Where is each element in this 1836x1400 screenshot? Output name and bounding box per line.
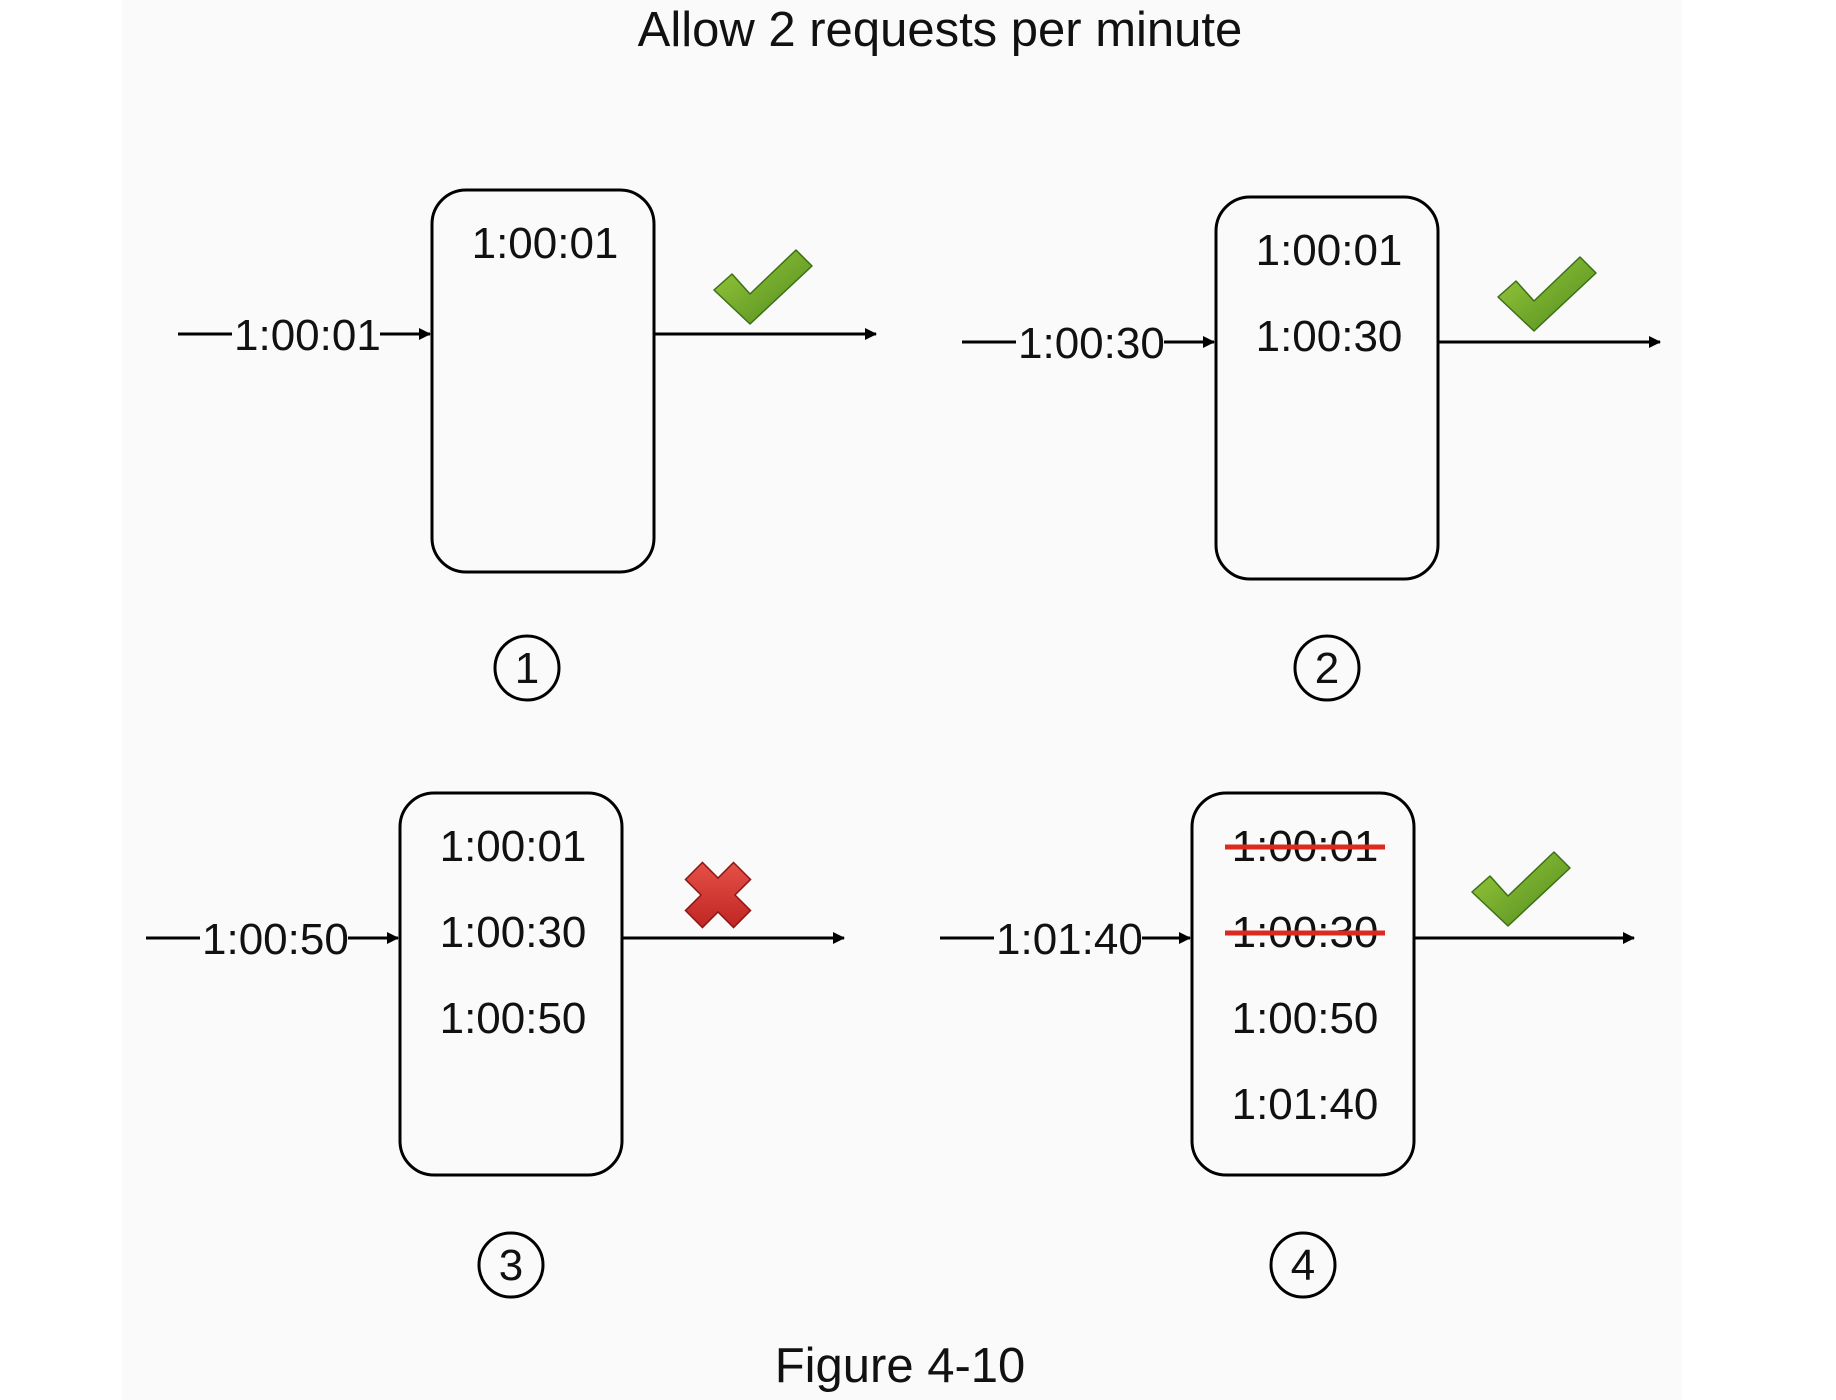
log-entry: 1:00:50 [1232, 994, 1379, 1043]
request-log-box [1190, 791, 1416, 1177]
step-number-circle [1293, 634, 1361, 702]
check-icon [713, 249, 813, 325]
incoming-request-time: 1:00:50 [202, 915, 349, 964]
log-entry: 1:00:30 [440, 908, 587, 957]
panel-2: 1:00:30 1:00:01 1:00:30 2 [962, 195, 1661, 702]
log-entry: 1:00:50 [440, 994, 587, 1043]
log-entry: 1:01:40 [1232, 1080, 1379, 1129]
figure-background [122, 0, 1682, 1400]
incoming-request-time: 1:01:40 [996, 915, 1143, 964]
log-entry: 1:00:01 [1256, 226, 1403, 275]
check-icon [1497, 256, 1597, 332]
figure-caption: Figure 4-10 [775, 1339, 1026, 1393]
incoming-request-time: 1:00:01 [234, 311, 381, 360]
step-number: 3 [499, 1241, 523, 1290]
step-number-circle [493, 634, 561, 702]
panels: 1:00:011:00:0111:00:301:00:011:00:3021:0… [146, 188, 1661, 1299]
panel-3: 1:00:50 1:00:01 1:00:30 1:00:50 3 [146, 791, 845, 1299]
step-number-circle [477, 1231, 545, 1299]
diagram-title: Allow 2 requests per minute [638, 3, 1243, 57]
step-number-circle [1269, 1231, 1337, 1299]
request-log-box [398, 791, 624, 1177]
log-entry: 1:00:30 [1256, 312, 1403, 361]
log-entry: 1:00:01 [440, 822, 587, 871]
request-log-box [1214, 195, 1440, 581]
log-entry: 1:00:01 [472, 219, 619, 268]
step-number: 1 [515, 644, 539, 693]
step-number: 2 [1315, 644, 1339, 693]
panel-4: 1:01:401:00:011:00:301:00:501:01:404 [940, 791, 1635, 1299]
request-log-box [430, 188, 656, 574]
incoming-request-time: 1:00:30 [1018, 319, 1165, 368]
step-number: 4 [1291, 1241, 1315, 1290]
cross-icon [684, 861, 752, 929]
check-icon [1471, 851, 1571, 927]
panel-1: 1:00:01 1:00:01 1 [178, 188, 877, 702]
